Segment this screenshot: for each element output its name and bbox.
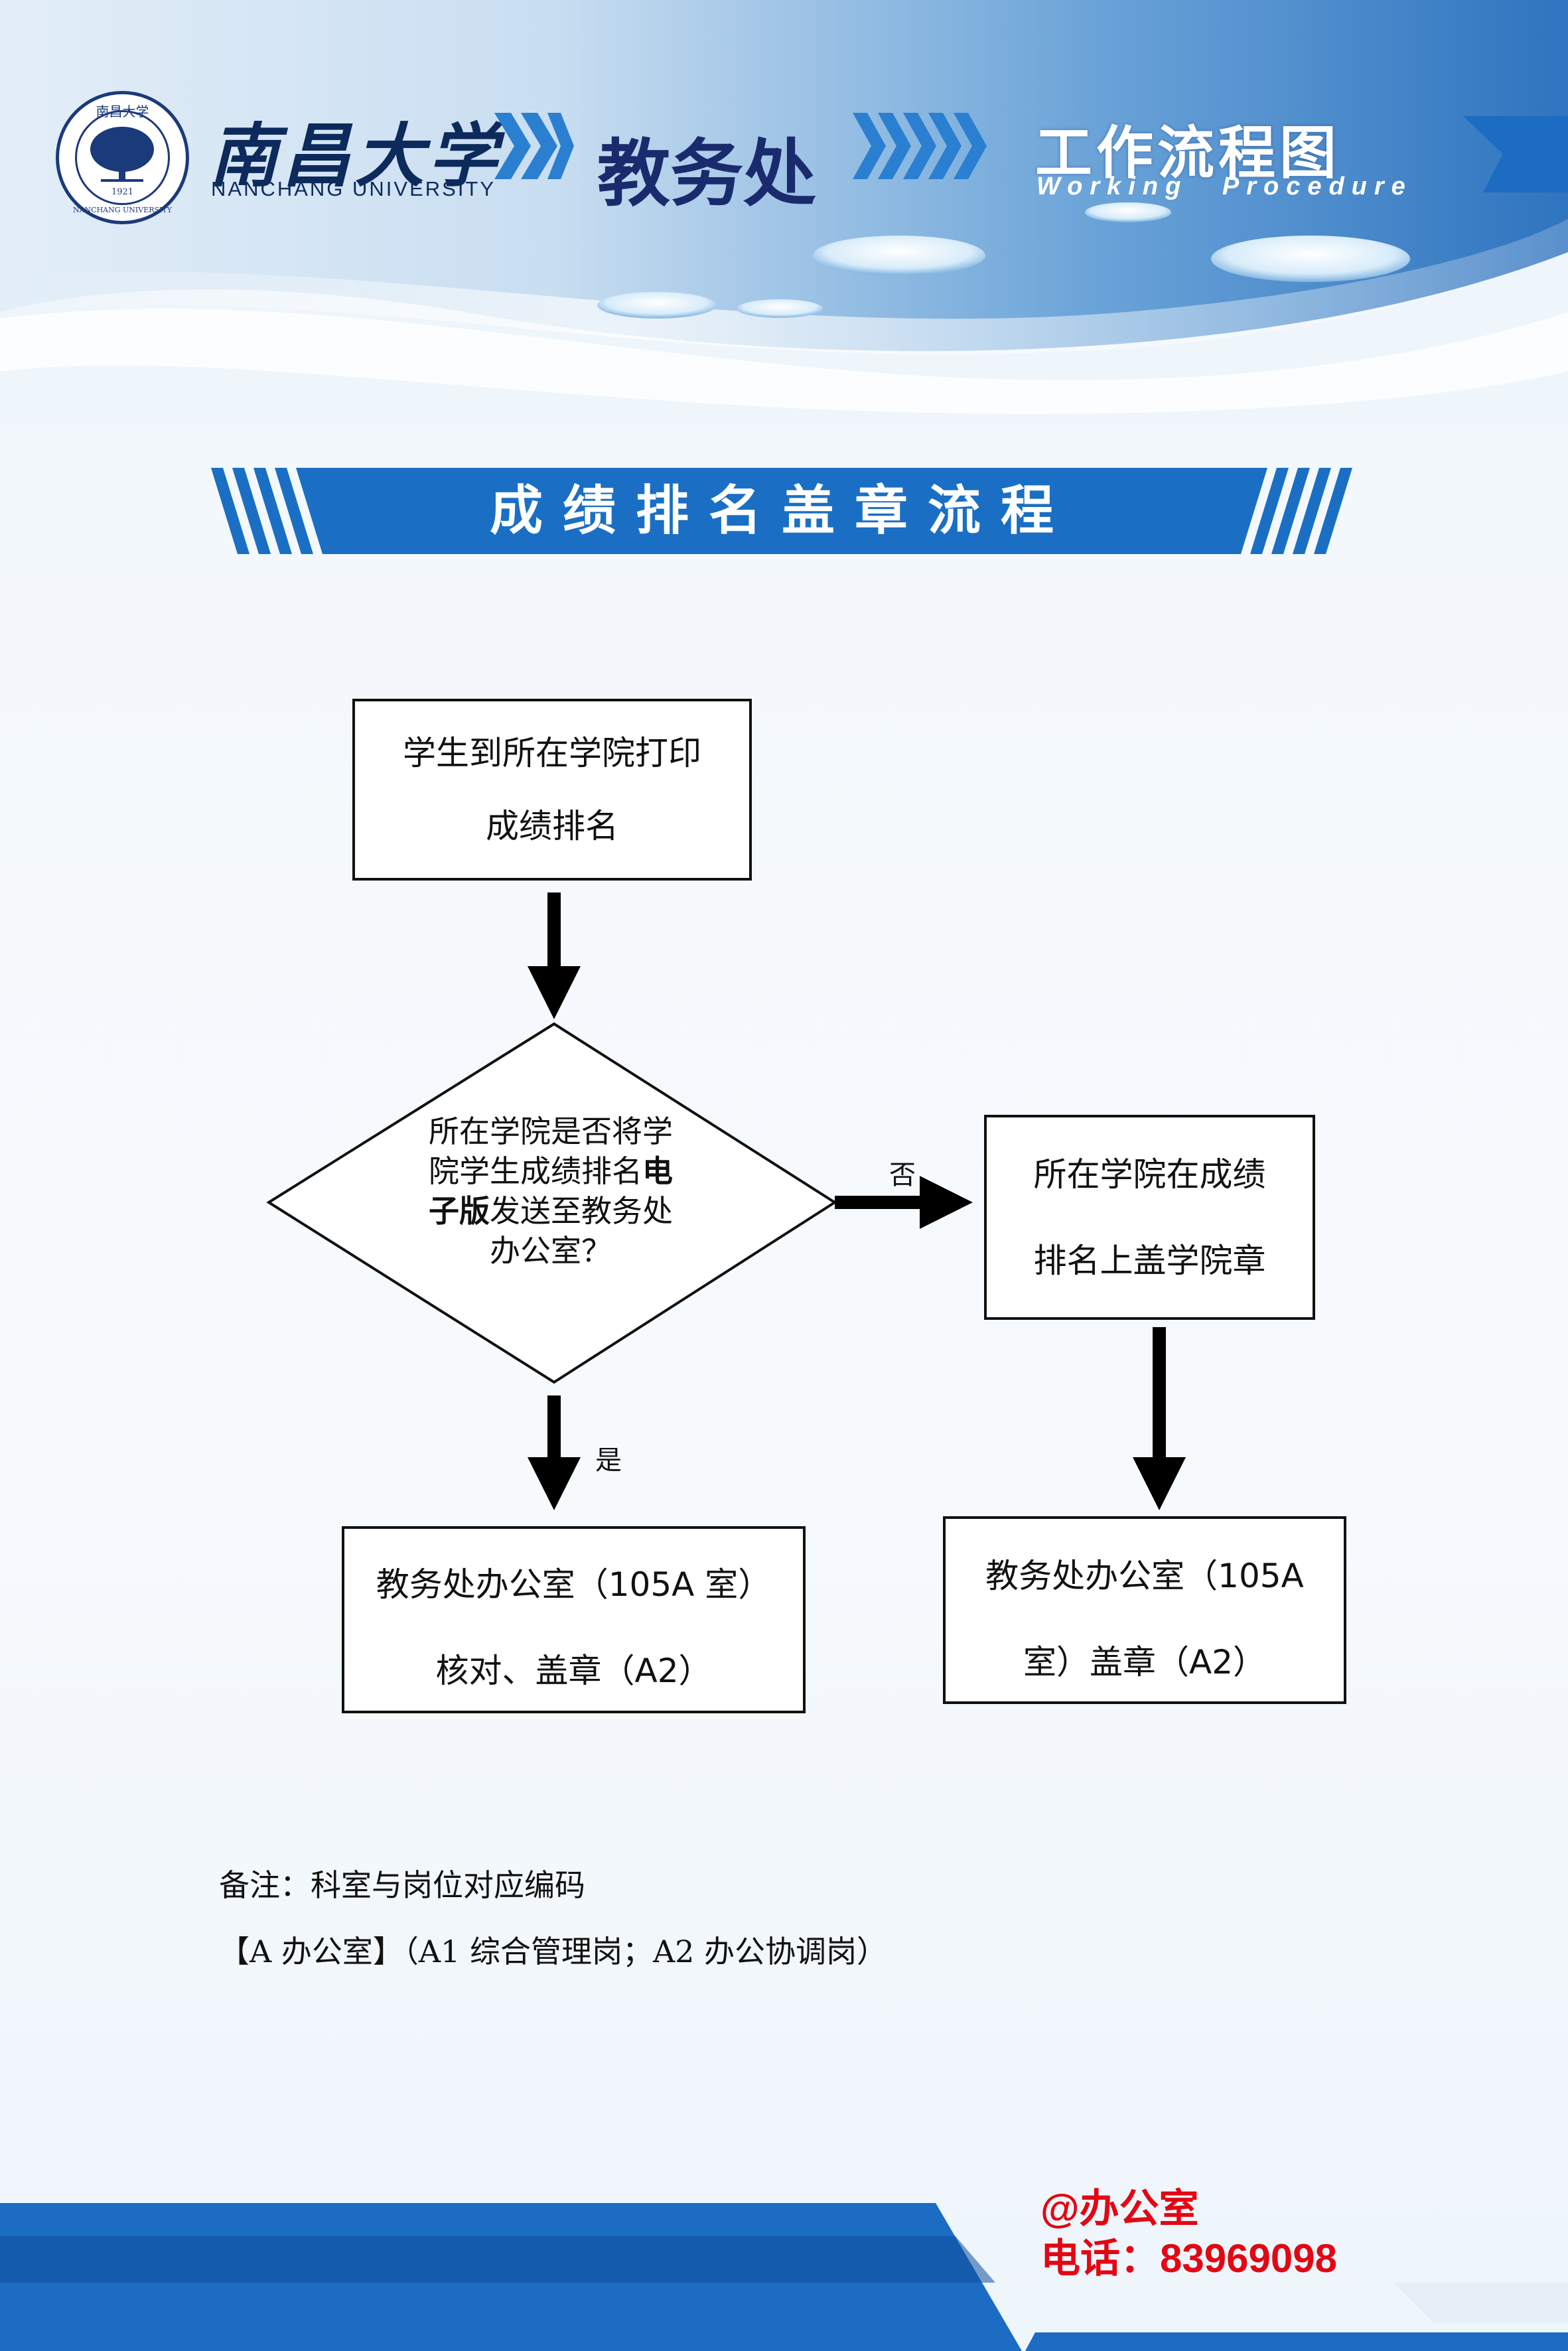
node-left-end-box [342,1526,806,1713]
decision-line3b: 发送至教务处 [490,1193,673,1229]
title-banner [211,468,1352,554]
contact-office: @办公室 [1040,2186,1199,2231]
left-end-line2: 核对、盖章（A2） [435,1652,712,1690]
node-college-stamp-box [984,1115,1315,1320]
node-start-line2: 成绩排名 [486,807,618,845]
department-name: 教务处 [597,133,816,215]
note-line-2: 【A 办公室】（A1 综合管理岗；A2 办公协调岗） [219,1934,888,1969]
footer-background [0,2203,1568,2351]
header-background [0,0,1568,425]
decision-line4: 办公室？ [490,1233,612,1269]
decision-line3: 子版发送至教务处 [392,1191,710,1231]
decision-line2a: 院学生成绩排名 [429,1153,642,1189]
node-right-end-text: 教务处办公室（105A 室）盖章（A2） [944,1533,1345,1705]
decision-line2b: 电 [642,1153,673,1189]
node-left-end-text: 教务处办公室（105A 室） 核对、盖章（A2） [343,1541,804,1714]
seal-text-bottom: NANCHANG UNIVERSITY [73,206,173,214]
page-title: 成绩排名盖章流程 [490,481,1074,540]
node-college-stamp-text: 所在学院在成绩 排名上盖学院章 [985,1131,1314,1304]
right-end-line2: 室）盖章（A2） [1023,1643,1266,1681]
document-type-subtitle: Working Procedure [1036,173,1413,200]
document-type-title: 工作流程图 [1035,121,1340,185]
chevron-right-icon [853,113,987,179]
node-decision-diamond [266,1022,837,1384]
college-stamp-line1: 所在学院在成绩 [1033,1155,1266,1194]
right-end-line1: 教务处办公室（105A [985,1557,1304,1595]
branch-label-no: 否 [889,1160,916,1190]
seal-year: 1921 [111,187,133,197]
decision-line2: 院学生成绩排名电 [392,1151,710,1191]
node-start-box [352,699,752,881]
left-end-line1: 教务处办公室（105A 室） [376,1565,772,1604]
node-start-text: 学生到所在学院打印 成绩排名 [354,717,750,863]
decision-line1: 所在学院是否将学 [429,1113,673,1149]
university-name-en: NANCHANG UNIVERSITY [211,177,496,200]
college-stamp-line2: 排名上盖学院章 [1033,1242,1266,1280]
note-line-1: 备注：科室与岗位对应编码 [219,1867,585,1903]
decision-line3a: 子版 [429,1193,490,1229]
seal-text-top: 南昌大学 [96,104,149,119]
contact-phone: 电话：83969098 [1040,2236,1337,2281]
university-seal-logo: 南昌大学 NANCHANG UNIVERSITY 1921 [56,91,189,224]
chevron-right-icon [494,113,574,179]
tree-icon [90,127,154,182]
branch-label-yes: 是 [595,1445,622,1476]
university-name-cn: 南昌大学 [209,115,502,196]
node-right-end-box [943,1516,1346,1704]
node-decision-text: 所在学院是否将学 院学生成绩排名电 子版发送至教务处 办公室？ [392,1111,710,1271]
node-start-line1: 学生到所在学院打印 [403,734,701,772]
